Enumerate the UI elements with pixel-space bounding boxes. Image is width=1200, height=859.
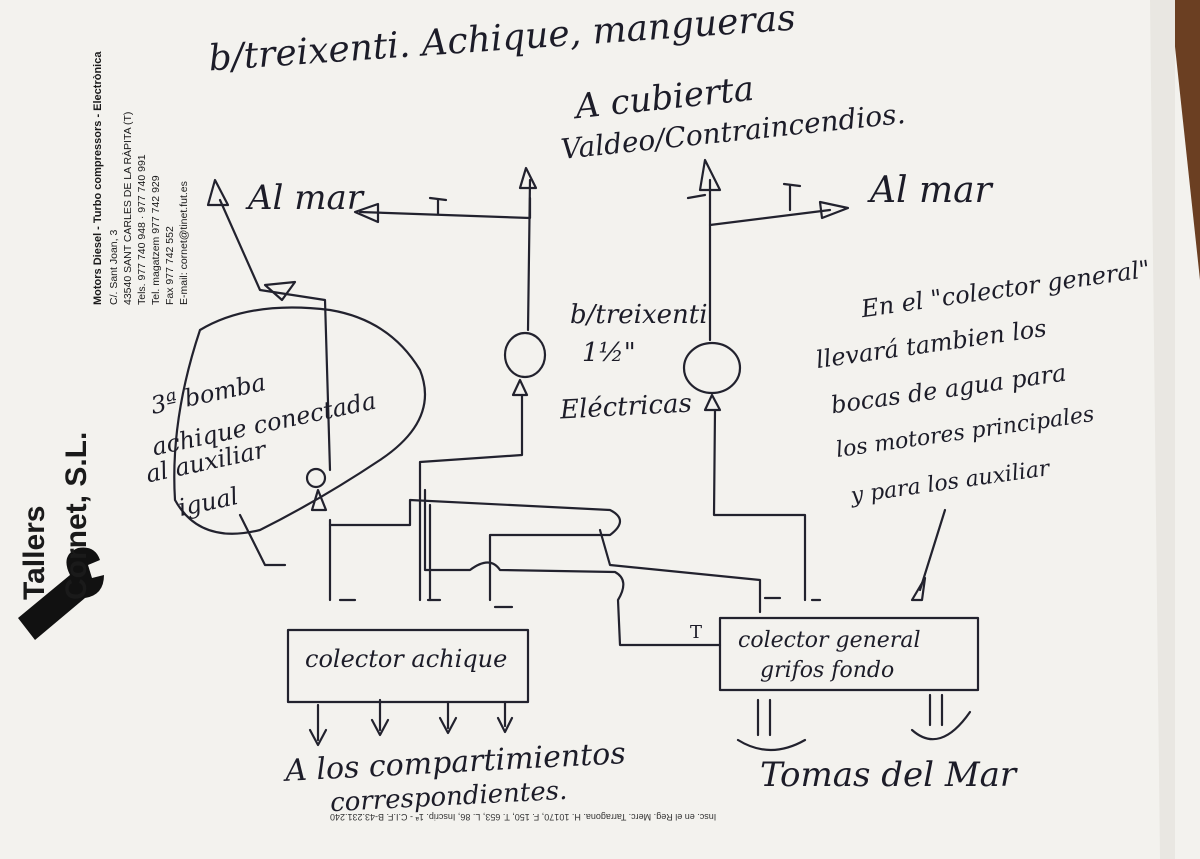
label-sea-right: Al mar (870, 170, 992, 211)
valve-label-t: T (690, 622, 703, 643)
collector-general-label-1: colector general (738, 628, 921, 653)
note-sea-intakes: Tomas del Mar (760, 755, 1017, 795)
company-email: E-mail: cornet@tinet.fut.es (178, 181, 190, 305)
collector-general-label-2: grifos fondo (760, 658, 895, 683)
wrench-logo (18, 547, 104, 640)
label-pumps-size: 1½" (582, 338, 636, 368)
label-pumps: b/treixenti (570, 300, 708, 330)
company-activity: Motors Diesel - Turbo compressors - Elec… (92, 51, 104, 305)
company-address1: C/. Sant Joan, 3 (108, 229, 120, 305)
company-name-line2: Cornet, S.L. (60, 431, 93, 600)
company-name-line1: Tallers (18, 505, 51, 601)
collector-bilge-label: colector achique (305, 645, 508, 673)
label-sea-left: Al mar (248, 178, 363, 218)
schematic-lines (173, 158, 980, 751)
company-phones: Tels. 977 740 948 · 977 740 991 (136, 154, 148, 305)
company-warehouse: Tel. magatzem 977 742 929 (150, 175, 162, 305)
company-address2: 43540 SANT CARLES DE LA RÀPITA (T) (122, 111, 134, 305)
company-fax: Fax 977 742 552 (164, 226, 176, 305)
